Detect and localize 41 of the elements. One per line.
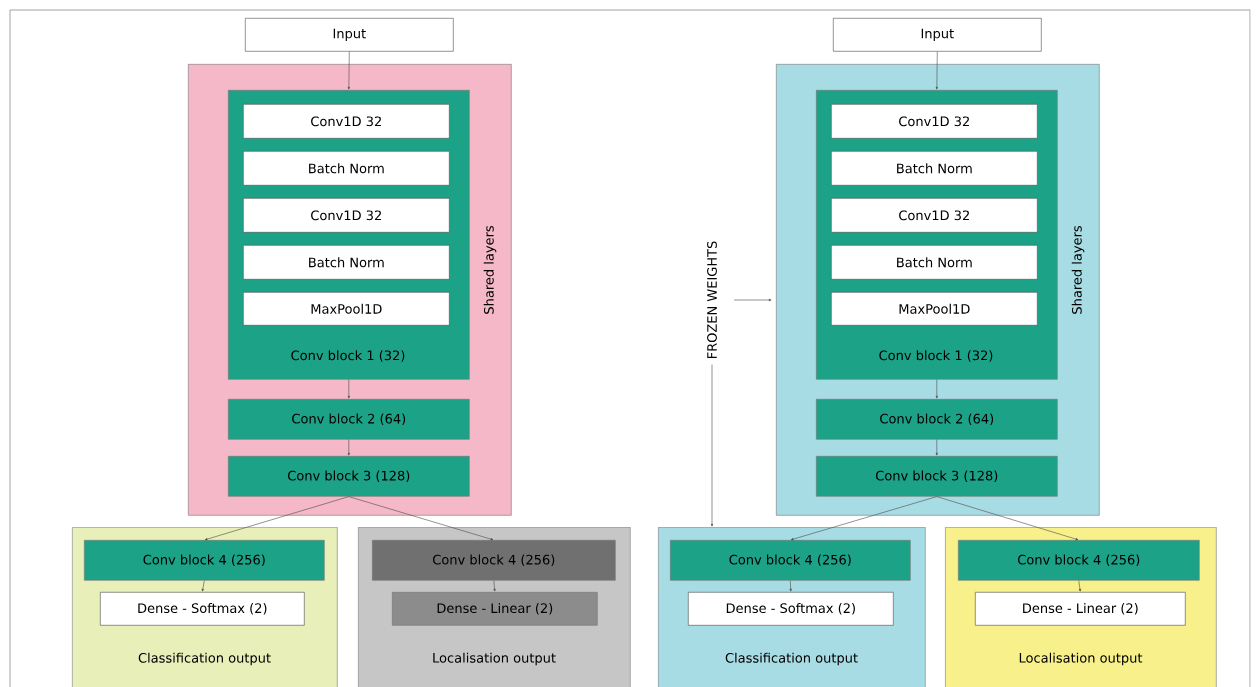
- conv-block: Conv block 3 (128): [816, 456, 1058, 497]
- arrow: [348, 496, 494, 541]
- conv-block: Conv block 3 (128): [228, 456, 470, 497]
- arrow: [710, 364, 714, 527]
- layer-box: Dense - Softmax (2): [688, 592, 894, 626]
- layer-box: Batch Norm: [243, 151, 450, 186]
- layer-box: Conv1D 32: [243, 104, 450, 139]
- layer-box: Conv1D 32: [243, 198, 450, 233]
- conv-block: Conv block 4 (256): [670, 540, 911, 581]
- arrow: [201, 580, 205, 592]
- input-box: Input: [833, 18, 1042, 52]
- layer-box: Dense - Linear (2): [392, 592, 598, 626]
- arrow: [347, 439, 350, 456]
- layer-box: Dense - Linear (2): [975, 592, 1186, 626]
- arrow: [347, 379, 350, 399]
- layer-box: Conv1D 32: [831, 198, 1038, 233]
- arrow: [493, 580, 496, 592]
- layer-box: Conv1D 32: [831, 104, 1038, 139]
- conv-block: Conv block 4 (256): [372, 540, 616, 581]
- arrow: [789, 580, 792, 592]
- conv-block: Conv block 2 (64): [228, 399, 470, 440]
- layer-box: Dense - Softmax (2): [100, 592, 305, 626]
- arrow: [347, 51, 350, 90]
- arrow: [204, 496, 350, 541]
- arrow: [935, 379, 938, 399]
- frozen-weights-label: FROZEN WEIGHTS: [707, 241, 717, 359]
- layer-box: Batch Norm: [831, 151, 1038, 186]
- layer-box: MaxPool1D: [243, 292, 450, 326]
- layer-box: Batch Norm: [243, 245, 450, 280]
- layer-box: MaxPool1D: [831, 292, 1038, 326]
- arrow: [935, 51, 938, 90]
- arrow: [936, 496, 1079, 541]
- layer-box: Batch Norm: [831, 245, 1038, 280]
- arrow: [935, 439, 938, 456]
- arrow: [1078, 580, 1082, 592]
- conv-block: Conv block 4 (256): [958, 540, 1200, 581]
- conv-block: Conv block 4 (256): [84, 540, 325, 581]
- arrow: [733, 298, 772, 302]
- input-box: Input: [245, 18, 454, 52]
- arrow: [790, 496, 938, 541]
- conv-block: Conv block 2 (64): [816, 399, 1058, 440]
